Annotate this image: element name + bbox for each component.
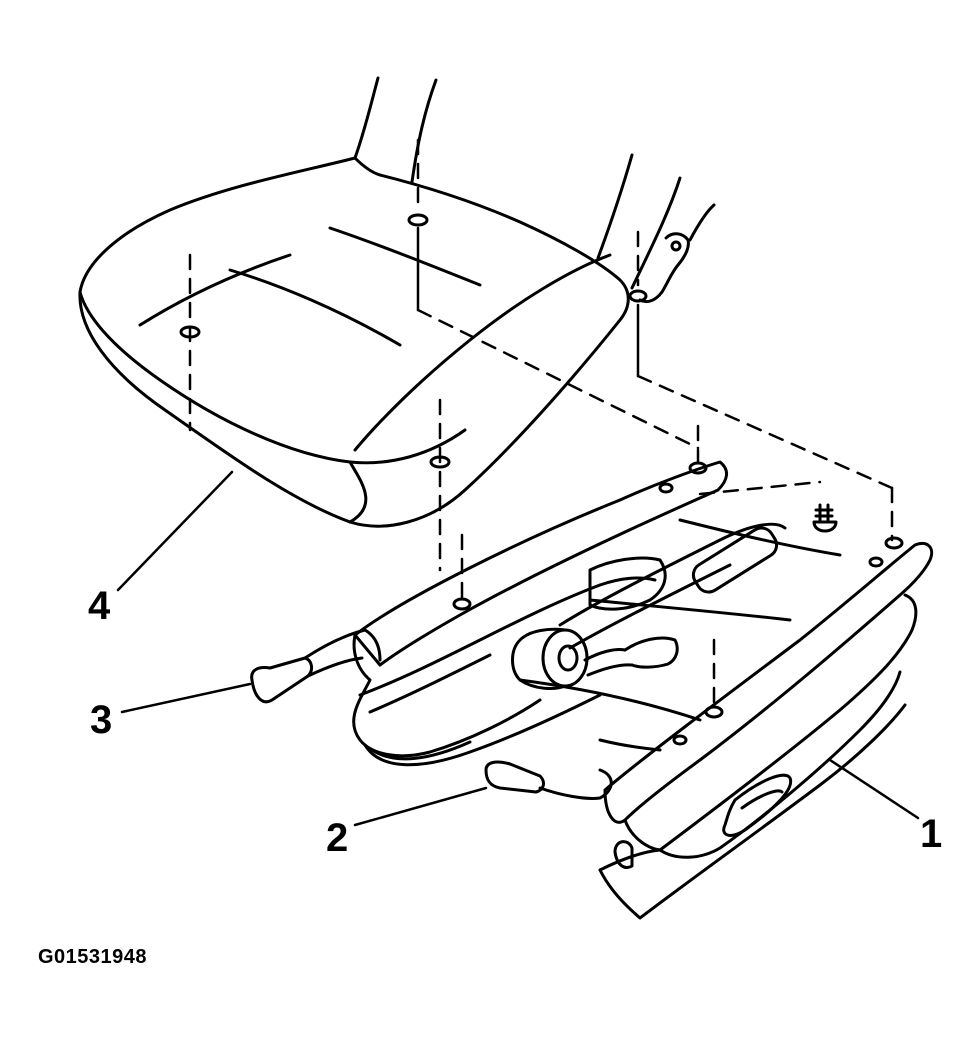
- right-rail-foot-edge: [600, 850, 660, 870]
- cross-member-front: [520, 680, 700, 720]
- right-rail-top: [605, 543, 932, 822]
- cushion-outline: [80, 158, 628, 526]
- mechanism-cylinder: [689, 523, 781, 596]
- lever-3-handle: [252, 658, 312, 702]
- mounting-bolt-head: [814, 522, 836, 531]
- callout-label-1: 1: [920, 812, 943, 856]
- seatback-right-line-3: [690, 205, 714, 240]
- drum-coupling-2: [625, 638, 677, 667]
- left-rail-foot: [365, 695, 600, 765]
- left-rail-hole-2: [690, 463, 706, 473]
- alignment-lines: [190, 140, 892, 705]
- lever-2-cable: [540, 770, 611, 798]
- drum-coupling: [585, 649, 632, 675]
- callout-label-4: 4: [88, 584, 111, 628]
- right-rail-foot: [600, 705, 905, 918]
- right-rail-latch: [724, 775, 791, 835]
- cushion-mount-hole-1: [409, 215, 427, 225]
- leader-line-3: [122, 684, 250, 712]
- right-rail-hole: [886, 538, 902, 548]
- left-rail-track: [360, 585, 600, 695]
- drum-end: [543, 630, 587, 686]
- right-rail-latch-inner: [742, 791, 782, 808]
- callout-label-2: 2: [326, 816, 349, 860]
- left-rail-top: [355, 462, 727, 665]
- left-rail-track-2: [370, 655, 490, 712]
- seatback-right-line-2: [632, 178, 680, 288]
- seat-cushion: [80, 78, 714, 526]
- right-rail-hole-4: [674, 736, 686, 744]
- mechanism-rod: [560, 524, 785, 625]
- right-rail-hole-2: [870, 558, 882, 566]
- leader-line-4: [118, 472, 232, 590]
- cushion-front-seam: [350, 462, 366, 522]
- cushion-hinge-bracket: [640, 234, 688, 302]
- cushion-side: [80, 292, 465, 463]
- seat-adjuster-frame: [252, 462, 932, 918]
- mounting-bolt: [816, 505, 832, 522]
- seatback-right-line: [598, 155, 632, 258]
- hinge-hole: [672, 242, 680, 250]
- left-rail-hole-3: [660, 484, 672, 492]
- cushion-mount-hole-4: [630, 291, 646, 301]
- right-rail-end-tab: [615, 842, 632, 868]
- lever-3-arm: [305, 630, 380, 676]
- cushion-panel-seam-3: [330, 228, 480, 285]
- mechanism-link-2: [600, 578, 655, 585]
- leader-lines: [118, 472, 918, 825]
- seatback-left-line-2: [412, 80, 436, 182]
- mechanism-link: [590, 558, 665, 609]
- leader-line-2: [355, 788, 486, 825]
- cross-member-rear: [680, 520, 840, 555]
- leader-line-1: [830, 760, 918, 818]
- cross-member-front-2: [600, 740, 660, 750]
- figure-id-label: G01531948: [38, 946, 148, 968]
- cushion-panel-seam-1: [140, 255, 290, 325]
- cross-member-mid: [590, 600, 790, 620]
- right-rail-lower: [660, 672, 900, 857]
- left-rail-foot-2: [372, 742, 470, 759]
- cushion-panel-seam-4: [355, 255, 610, 450]
- cushion-panel-seam-2: [230, 270, 400, 345]
- drum-body: [513, 629, 566, 688]
- seatback-left-line: [355, 78, 378, 158]
- callout-label-3: 3: [90, 698, 113, 742]
- left-rail-hole: [454, 599, 470, 609]
- right-rail-hole-3: [706, 707, 722, 717]
- mechanism-rod-2: [570, 565, 730, 648]
- drum-end-inner: [559, 646, 577, 670]
- lever-2-handle: [486, 762, 543, 792]
